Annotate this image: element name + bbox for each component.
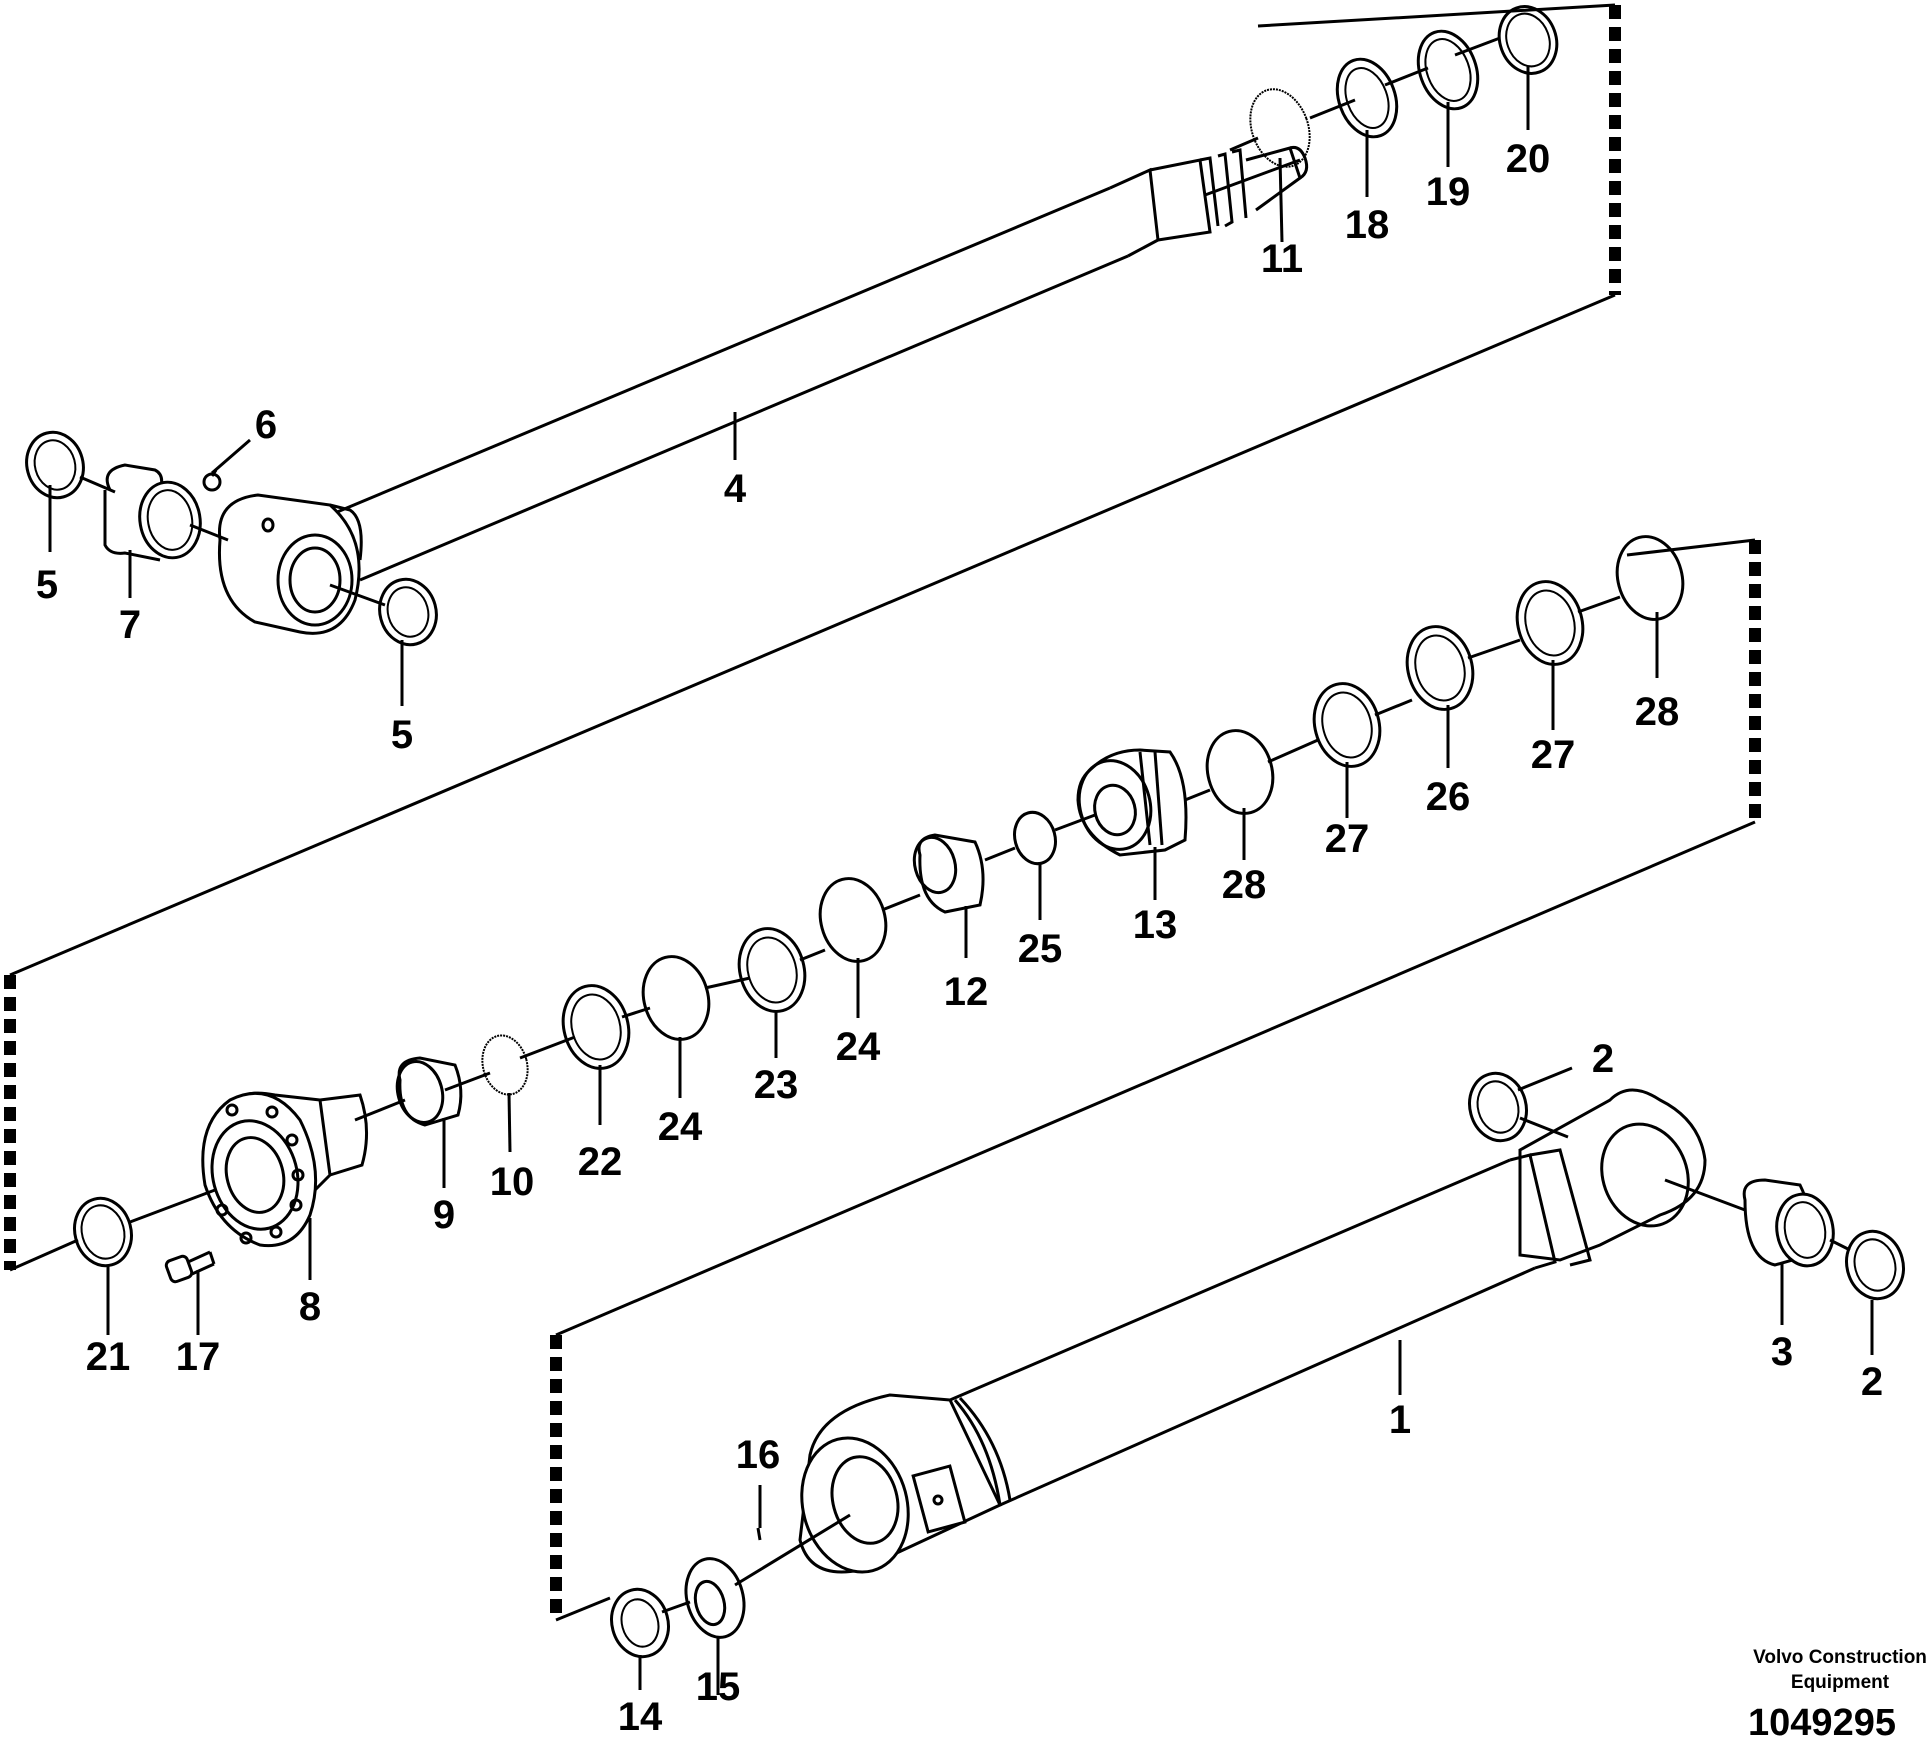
leader-lines xyxy=(48,66,1874,1695)
piston-13 xyxy=(1076,748,1188,857)
label-part-13: 13 xyxy=(1133,903,1178,947)
axis-lines-bottom xyxy=(661,1116,1851,1614)
label-part-24-lower: 24 xyxy=(658,1105,703,1149)
label-part-7: 7 xyxy=(119,603,141,647)
label-part-19: 19 xyxy=(1426,170,1471,214)
bushing-7 xyxy=(103,463,202,562)
label-part-5-right: 5 xyxy=(391,713,413,757)
label-part-26: 26 xyxy=(1426,775,1471,819)
seal-27-upper xyxy=(1515,580,1585,666)
label-part-11: 11 xyxy=(1261,237,1303,281)
spacer-12 xyxy=(912,833,985,914)
axis-lines-middle xyxy=(129,595,1621,1224)
frame-lines xyxy=(4,3,1761,1622)
label-part-8: 8 xyxy=(299,1285,321,1329)
cylinder-tube xyxy=(798,1088,1707,1574)
label-part-24-upper: 24 xyxy=(836,1025,881,1069)
label-part-6: 6 xyxy=(255,403,277,447)
ring-20 xyxy=(1497,5,1559,75)
grease-nipple-6 xyxy=(202,469,222,492)
brand-name-line2: Equipment xyxy=(1791,1672,1890,1693)
label-part-27-upper: 27 xyxy=(1531,733,1576,777)
ring-2-lower xyxy=(1845,1229,1905,1301)
ring-28-upper xyxy=(1615,535,1685,621)
ring-28-lower xyxy=(1205,729,1275,815)
label-part-22: 22 xyxy=(578,1140,623,1184)
seal-27-lower xyxy=(1312,682,1382,768)
label-part-17: 17 xyxy=(176,1335,221,1379)
label-part-10: 10 xyxy=(490,1160,535,1204)
ring-24-lower xyxy=(641,955,711,1041)
seal-23 xyxy=(737,927,807,1013)
ring-21 xyxy=(73,1196,133,1268)
lock-nut-15 xyxy=(684,1557,746,1639)
label-part-27-lower: 27 xyxy=(1325,817,1370,861)
piston-rod xyxy=(329,146,1309,582)
label-part-28-upper: 28 xyxy=(1635,690,1680,734)
washer-14 xyxy=(610,1587,670,1659)
label-part-12: 12 xyxy=(944,970,989,1014)
seal-ring-5-left xyxy=(25,430,85,500)
label-part-2-upper: 2 xyxy=(1592,1037,1614,1081)
seal-18 xyxy=(1335,57,1399,139)
axis-lines-top xyxy=(79,36,1501,607)
ring-24-upper xyxy=(818,877,888,963)
label-part-23: 23 xyxy=(754,1063,799,1107)
label-part-28-lower: 28 xyxy=(1222,863,1267,907)
ring-10 xyxy=(481,1034,529,1096)
rod-eye xyxy=(217,493,363,635)
bushing-3 xyxy=(1742,1178,1835,1268)
label-part-15: 15 xyxy=(696,1665,741,1709)
label-part-4: 4 xyxy=(724,467,747,511)
bushing-9 xyxy=(395,1056,463,1127)
seal-26 xyxy=(1405,625,1475,711)
cylinder-head-8 xyxy=(201,1091,369,1248)
label-part-14: 14 xyxy=(618,1695,663,1739)
seal-22 xyxy=(561,984,631,1070)
label-part-9: 9 xyxy=(433,1193,455,1237)
label-part-18: 18 xyxy=(1345,203,1390,247)
label-part-20: 20 xyxy=(1506,137,1551,181)
label-part-21: 21 xyxy=(86,1335,131,1379)
bolt-17 xyxy=(164,1250,216,1284)
seal-ring-5-right xyxy=(378,577,438,647)
pin-16 xyxy=(756,1527,762,1541)
o-ring-25 xyxy=(1013,810,1057,866)
ring-19 xyxy=(1416,29,1480,111)
label-part-16: 16 xyxy=(736,1433,781,1477)
ring-2-upper xyxy=(1468,1071,1528,1143)
label-part-25: 25 xyxy=(1018,927,1063,971)
brand-name-line1: Volvo Construction xyxy=(1753,1647,1927,1668)
part-labels: 1 2 2 3 4 5 5 6 7 8 9 10 11 12 13 14 15 … xyxy=(36,137,1883,1739)
label-part-2-lower: 2 xyxy=(1861,1360,1883,1404)
wiper-disc-11 xyxy=(1249,88,1311,168)
brand-block: Volvo Construction Equipment 1049295 xyxy=(1748,1647,1927,1744)
label-part-5-left: 5 xyxy=(36,563,58,607)
label-part-1: 1 xyxy=(1389,1398,1411,1442)
document-number: 1049295 xyxy=(1748,1702,1896,1744)
label-part-3: 3 xyxy=(1771,1330,1793,1374)
